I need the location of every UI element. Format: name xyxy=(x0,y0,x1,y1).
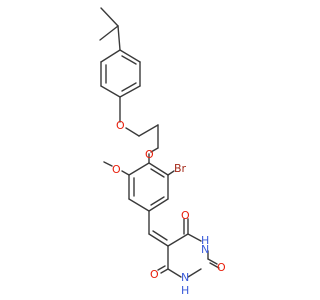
structure-svg: O O O Br O O O H N N H xyxy=(99,7,226,297)
nh-hydrogen-top: H xyxy=(201,234,209,247)
bromine-atom: Br xyxy=(174,162,187,175)
ethylene-dioxy-chain xyxy=(119,96,159,153)
phenyl-ring-central xyxy=(128,153,169,212)
ring-nitrogen-bottom: N xyxy=(181,271,189,284)
ether-oxygen-lower: O xyxy=(145,148,154,161)
phenyl-ring-upper xyxy=(100,49,141,98)
methylidene-bridge xyxy=(148,210,169,247)
carbonyl-oxygen-bottom: O xyxy=(150,268,159,281)
carbonyl-oxygen-right: O xyxy=(217,261,226,274)
bromine-bond xyxy=(167,170,175,176)
atom-labels: O O O Br O O O H N N H xyxy=(112,119,226,297)
molecule-diagram: O O O Br O O O H N N H xyxy=(99,7,226,297)
sec-butyl-group xyxy=(99,7,121,51)
pyrimidinetrione-ring xyxy=(157,218,220,278)
ether-oxygen-upper: O xyxy=(116,119,125,132)
ring-nitrogen-top: N xyxy=(201,243,209,256)
nh-hydrogen-bottom: H xyxy=(181,284,189,297)
methoxy-oxygen: O xyxy=(112,163,121,176)
carbonyl-oxygen-top: O xyxy=(181,209,190,222)
methoxy-group xyxy=(103,161,130,176)
